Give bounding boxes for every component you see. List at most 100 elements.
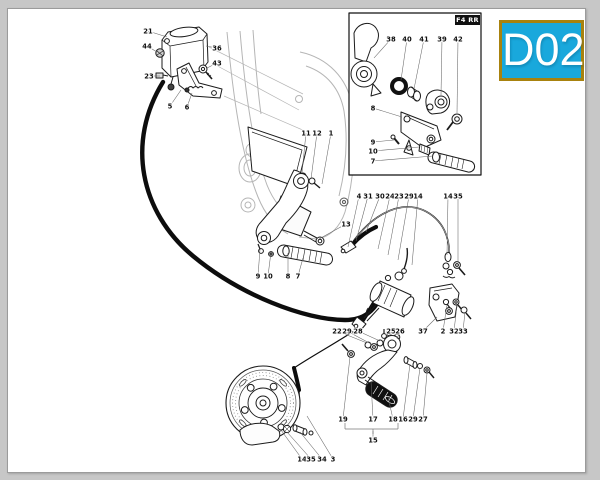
callout-3: 3 — [306, 415, 337, 464]
callout-14: 14 — [411, 191, 424, 266]
part-number: 7 — [371, 157, 376, 165]
callout-29: 29 — [397, 191, 415, 261]
callout-23: 23 — [387, 191, 405, 256]
part-number: 7 — [296, 272, 301, 280]
part-number: 14 — [297, 455, 307, 463]
part-number: 36 — [212, 44, 222, 52]
part-number: 8 — [286, 272, 291, 280]
leader-line — [396, 330, 401, 340]
callout-37: 37 — [417, 316, 438, 336]
callout-2: 2 — [440, 304, 448, 336]
callout-34: 34 — [299, 431, 328, 464]
callout-35: 35 — [452, 191, 464, 262]
leader-line — [336, 330, 368, 344]
shift-lever — [350, 22, 382, 97]
part-number: 6 — [185, 103, 190, 111]
callout-7: 7 — [295, 257, 304, 281]
leader-line — [347, 195, 360, 248]
callout-42: 42 — [452, 34, 464, 114]
diagram-code-badge: D02 — [499, 20, 585, 81]
footpeg-inset — [427, 151, 476, 173]
part-number: 9 — [371, 138, 376, 146]
part-number: 29 — [408, 415, 418, 423]
callout-26: 26 — [394, 326, 406, 340]
part-number: 8 — [371, 104, 376, 112]
o-ring — [390, 77, 408, 95]
leader-line — [446, 195, 449, 256]
callout-36: 36 — [205, 43, 223, 53]
callout-22: 22 — [331, 326, 368, 344]
leader-line — [402, 363, 411, 420]
callout-8: 8 — [370, 103, 403, 118]
part-number: 21 — [143, 27, 153, 35]
part-number: 43 — [212, 59, 222, 67]
leader-line — [372, 107, 403, 118]
leader-line — [411, 195, 419, 266]
bushing — [407, 86, 421, 102]
callout-32: 32 — [448, 304, 460, 336]
callout-10: 10 — [262, 251, 274, 281]
callout-7: 7 — [370, 155, 434, 166]
part-number: 4 — [357, 192, 362, 200]
leader-line — [413, 38, 425, 90]
part-number: 3 — [331, 455, 336, 463]
part-number: 23 — [144, 72, 154, 80]
leader-line — [387, 195, 400, 256]
callout-13: 13 — [318, 219, 352, 240]
master-cylinder-front — [155, 26, 223, 99]
callout-44: 44 — [141, 41, 158, 53]
callout-39: 39 — [436, 34, 448, 96]
part-number: 37 — [418, 327, 428, 335]
leader-line — [370, 380, 374, 420]
leader-line — [257, 248, 261, 277]
callout-16: 16 — [397, 363, 411, 424]
callout-38: 38 — [373, 34, 397, 59]
part-number: 35 — [306, 455, 316, 463]
part-number: 38 — [386, 35, 396, 43]
part-number: 17 — [368, 415, 378, 423]
leader-line — [206, 62, 218, 69]
leader-line — [301, 132, 307, 174]
callout-27: 27 — [417, 372, 429, 424]
part-number: 40 — [402, 35, 412, 43]
callout-6: 6 — [184, 92, 193, 112]
callout-1: 1 — [321, 128, 335, 185]
leader-line — [357, 330, 381, 342]
leader-line — [186, 92, 193, 108]
leader-line — [297, 257, 304, 277]
part-number: 29 — [342, 327, 352, 335]
part-number: 31 — [363, 192, 373, 200]
callout-14: 14 — [442, 191, 454, 256]
callout-12: 12 — [310, 128, 323, 180]
part-number: 44 — [142, 42, 152, 50]
callout-30: 30 — [365, 191, 386, 233]
callout-23: 23 — [143, 71, 160, 81]
part-number: 22 — [332, 327, 342, 335]
leader-line — [147, 30, 168, 38]
leader-line — [397, 195, 410, 261]
leader-line — [373, 38, 392, 59]
callout-15: 15 — [367, 431, 379, 445]
part-number: 1 — [329, 129, 334, 137]
part-number: 14 — [443, 192, 453, 200]
leader-line — [205, 45, 218, 49]
part-number: 32 — [449, 327, 459, 335]
variant-badge: F4 RR — [455, 15, 480, 25]
callout-9: 9 — [255, 248, 262, 281]
part-number: 30 — [375, 192, 385, 200]
leader-line — [346, 330, 374, 346]
part-number: 2 — [441, 327, 446, 335]
label-bracket — [344, 423, 399, 434]
part-number: 39 — [437, 35, 447, 43]
part-number: 5 — [168, 102, 173, 110]
leader-line — [422, 372, 428, 420]
leader-line — [412, 367, 421, 420]
leader-line — [280, 429, 303, 460]
leader-line — [169, 89, 182, 107]
peg-bracket — [400, 111, 442, 156]
callout-31: 31 — [355, 191, 374, 242]
leader-line — [146, 45, 158, 53]
part-number: 12 — [312, 129, 322, 137]
leader-line — [372, 155, 434, 162]
callout-17: 17 — [367, 380, 379, 424]
